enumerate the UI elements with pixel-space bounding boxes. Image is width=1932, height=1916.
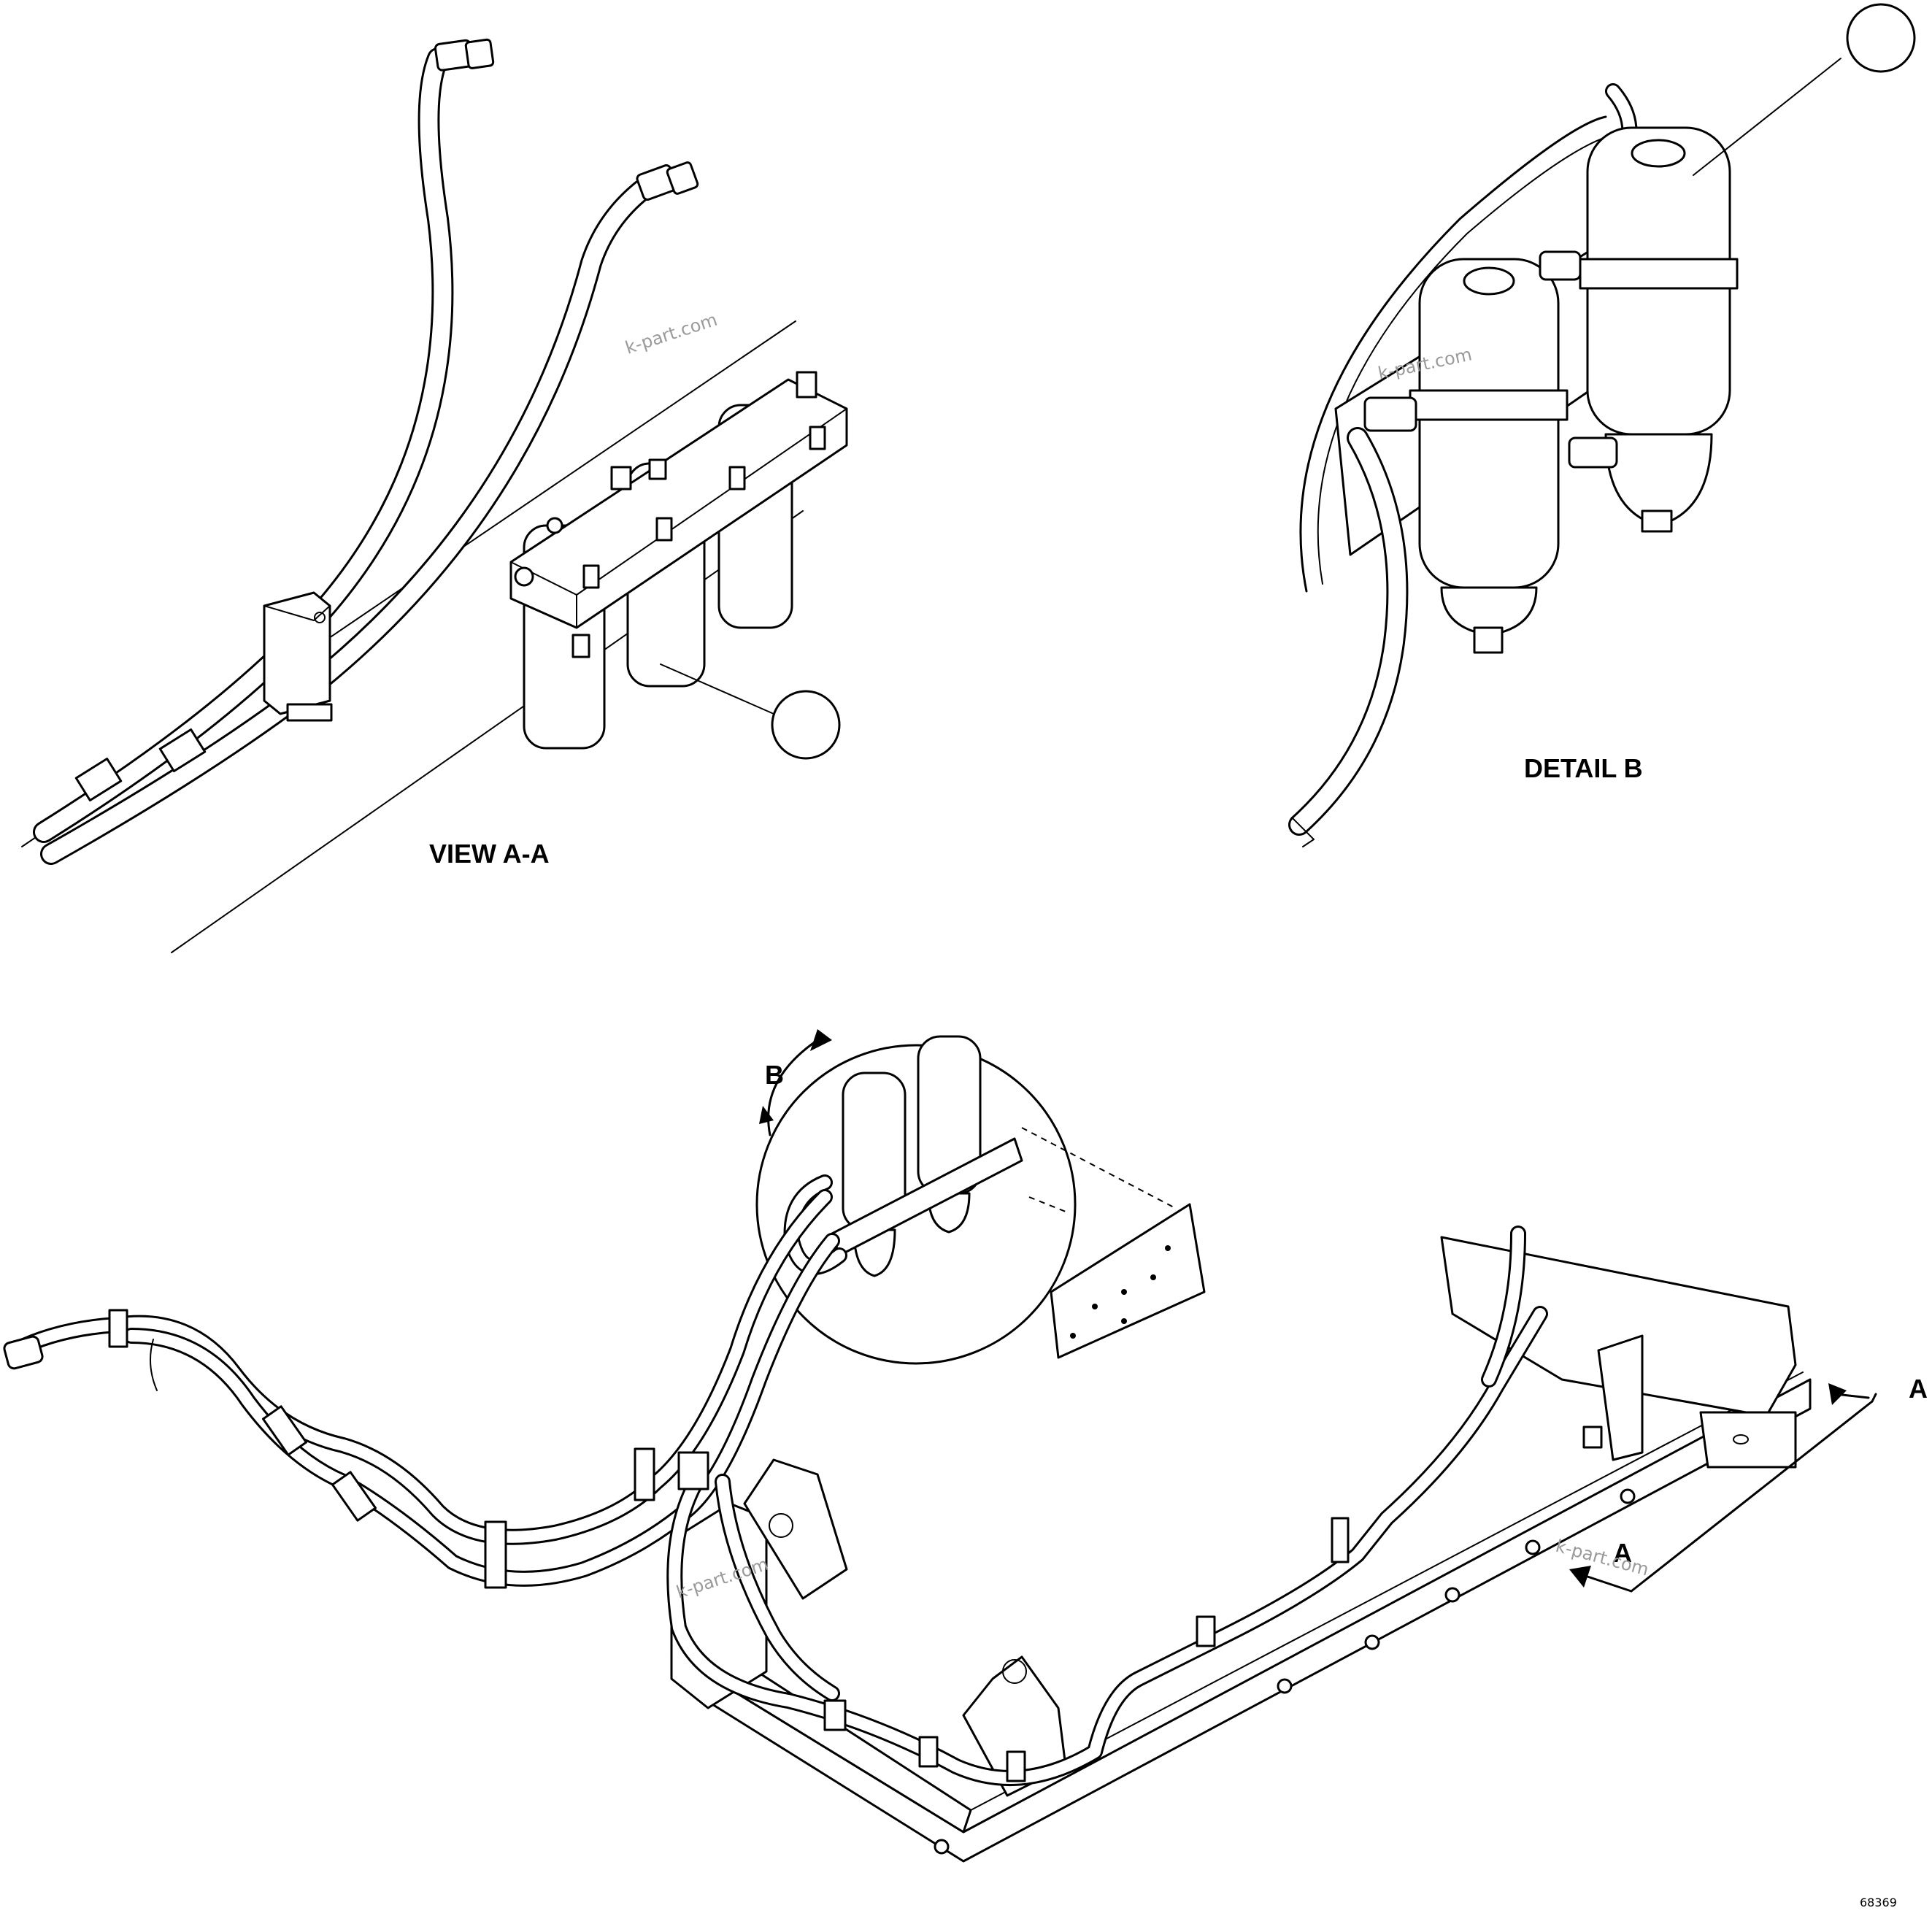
section-arrow-a: A A bbox=[1569, 1374, 1928, 1593]
manifold-port bbox=[648, 458, 667, 480]
hose-run-loop bbox=[715, 1474, 840, 1701]
watermark: k-part.com bbox=[1553, 1536, 1650, 1580]
hose-clamp bbox=[108, 1309, 128, 1348]
detail-b-circle bbox=[755, 1035, 1176, 1365]
hose-fitting bbox=[1363, 396, 1417, 432]
right-bracket bbox=[1597, 1334, 1644, 1461]
hose-clamp bbox=[1582, 1426, 1603, 1449]
hose-clamp bbox=[1331, 1517, 1350, 1563]
manifold-port bbox=[610, 466, 632, 490]
hose-clamp bbox=[677, 1451, 709, 1490]
hose-coupling-1 bbox=[74, 757, 123, 802]
hose-fitting bbox=[1568, 436, 1618, 469]
section-a-top-label: A bbox=[1909, 1374, 1928, 1404]
manifold-fitting bbox=[571, 634, 590, 658]
arrow-b-label: B bbox=[765, 1060, 784, 1090]
hose-clamp bbox=[823, 1699, 847, 1731]
hose-clamp bbox=[1006, 1750, 1026, 1782]
callout-detail-b bbox=[1693, 3, 1916, 176]
watermark: k-part.com bbox=[623, 309, 720, 358]
manifold-fitting bbox=[728, 466, 746, 490]
drawing-number: 68369 bbox=[1860, 1896, 1897, 1909]
detail-b-hose bbox=[1288, 427, 1409, 836]
filter-cap bbox=[1631, 139, 1686, 168]
filter-assembly-view-aa bbox=[509, 371, 848, 750]
hose-clamp-block bbox=[263, 591, 333, 722]
hose-clamp bbox=[1196, 1615, 1216, 1647]
pipe-rise bbox=[1481, 1226, 1526, 1388]
view-aa: VIEW A-A k-part.com bbox=[21, 38, 848, 953]
hose-clamp bbox=[331, 1471, 377, 1522]
hose-right bbox=[40, 179, 653, 865]
hose-coupling-2 bbox=[158, 728, 207, 773]
view-aa-title: VIEW A-A bbox=[429, 839, 550, 869]
detail-b-frame-arc bbox=[1299, 115, 1607, 593]
hose-left bbox=[33, 47, 454, 843]
manifold-bolt bbox=[514, 566, 534, 587]
hose-run-to-frame bbox=[666, 1306, 1548, 1786]
hose-clamp bbox=[634, 1447, 655, 1501]
filter-rear-detail-b bbox=[1579, 126, 1739, 533]
detail-b-title: DETAIL B bbox=[1524, 753, 1643, 783]
hose-clamp bbox=[262, 1405, 307, 1456]
hose-clamps bbox=[108, 1309, 1603, 1782]
manifold-bolt bbox=[546, 517, 563, 534]
hose-fitting bbox=[1539, 250, 1582, 281]
hose-clamp bbox=[484, 1520, 507, 1589]
hose-run-upper bbox=[7, 1189, 833, 1545]
hose-clamp bbox=[918, 1736, 939, 1768]
hose-stub bbox=[150, 1339, 158, 1391]
filter-cap bbox=[1463, 266, 1515, 296]
section-a-bottom-label: A bbox=[1613, 1538, 1632, 1568]
manifold-fitting bbox=[809, 426, 826, 450]
hose-fitting-right bbox=[636, 161, 699, 201]
middle-bracket bbox=[962, 1655, 1067, 1797]
manifold-fitting bbox=[582, 564, 600, 589]
manifold-fitting bbox=[655, 517, 673, 542]
callout-view-aa bbox=[660, 663, 841, 760]
detail-b: DETAIL B k-part.com bbox=[1288, 3, 1916, 847]
view-arrow-b: B bbox=[759, 1029, 832, 1136]
hose-cut-end bbox=[1291, 817, 1315, 847]
hose-run-lower bbox=[123, 1233, 840, 1587]
filter-front-detail-b bbox=[1409, 258, 1569, 654]
end-fitting bbox=[3, 1335, 44, 1370]
frame-bolts bbox=[934, 1488, 1636, 1855]
hose-fitting-left bbox=[434, 38, 495, 72]
main-assembly: B bbox=[3, 1029, 1928, 1863]
cover-plate bbox=[1050, 1203, 1206, 1359]
manifold-port bbox=[796, 371, 817, 399]
right-housing bbox=[1440, 1236, 1797, 1469]
